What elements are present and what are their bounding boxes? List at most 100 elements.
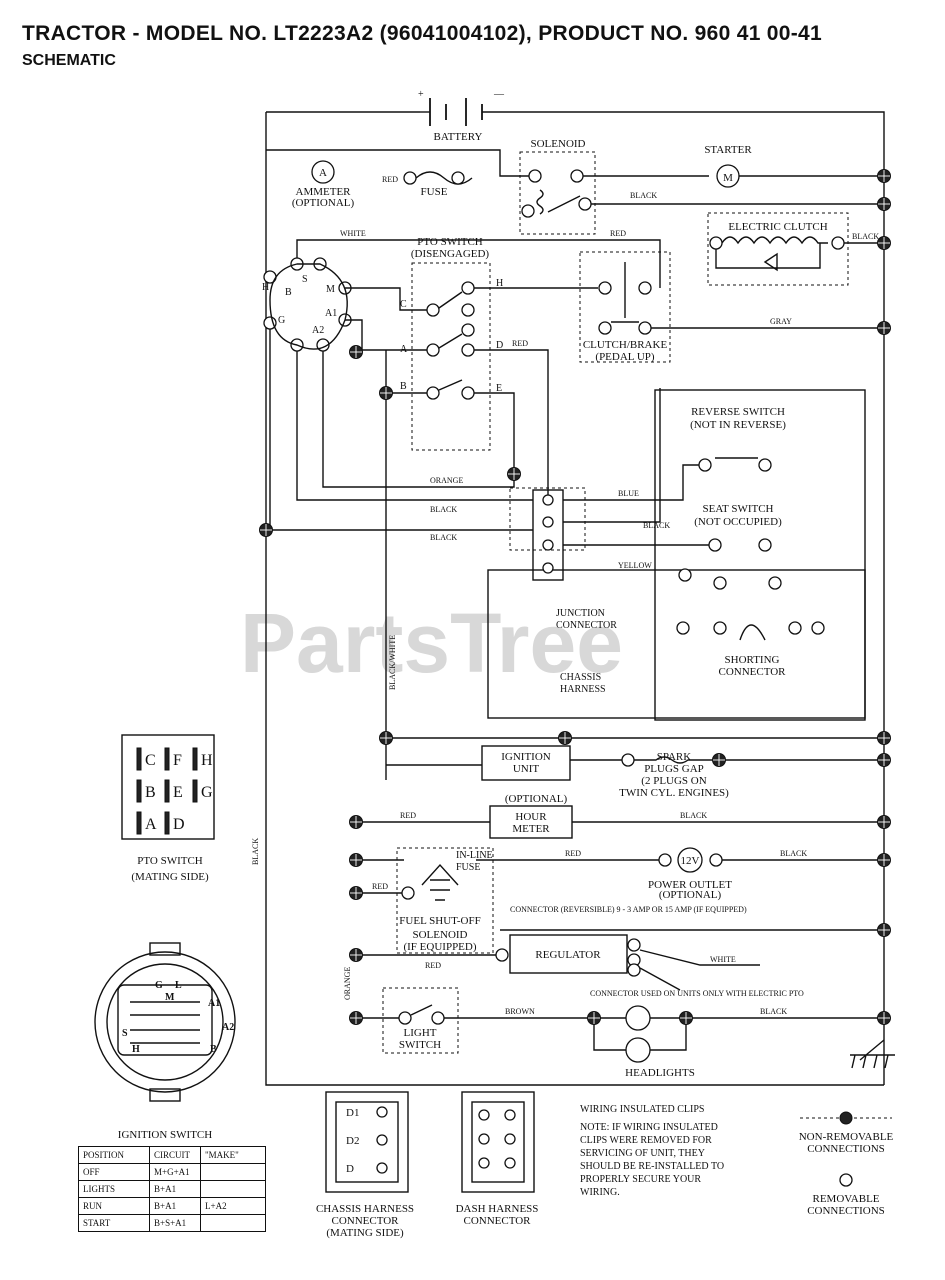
table-header: POSITION <box>78 1146 150 1164</box>
blue-wire <box>296 351 533 501</box>
ignition-terminal-label: H <box>132 1044 140 1055</box>
connection-dot <box>877 236 891 250</box>
junction-label-2: CONNECTOR <box>556 620 617 631</box>
pto-pin-bar <box>192 779 198 803</box>
table-cell: START <box>78 1214 150 1232</box>
table-cell: RUN <box>78 1197 150 1215</box>
connection-dot <box>507 467 521 481</box>
table-cell: L+A2 <box>200 1197 266 1215</box>
electric-clutch: ELECTRIC CLUTCH BLACK <box>707 212 884 286</box>
pto-pin-bar <box>192 747 198 771</box>
table-cell: OFF <box>78 1163 150 1181</box>
page-subtitle: SCHEMATIC <box>22 52 116 69</box>
legend-non-removable-1: NON-REMOVABLE <box>799 1131 894 1143</box>
hour-meter: (OPTIONAL) HOUR METER <box>489 793 573 839</box>
shorting-connector: SHORTING CONNECTOR <box>676 621 825 678</box>
clutch-brake-state: (PEDAL UP) <box>595 351 655 363</box>
pto-e-wire <box>474 392 515 462</box>
connection-dot <box>349 948 363 962</box>
ignition-terminal-label: A1 <box>208 998 220 1009</box>
wire-label-orange-2: ORANGE <box>343 967 352 1000</box>
fuse: RED FUSE <box>382 171 473 198</box>
svg-text:H: H <box>262 282 269 293</box>
junction-orange-wire <box>563 388 661 523</box>
pto-pin-label: C <box>145 752 156 769</box>
ammeter-symbol: A <box>319 167 327 179</box>
pto-pin-label: B <box>145 784 156 801</box>
pto-plug-sublabel: (MATING SIDE) <box>131 871 209 883</box>
pto-pin-label: H <box>201 752 213 769</box>
connector-note: CONNECTOR USED ON UNITS ONLY WITH ELECTR… <box>590 989 804 998</box>
m-wire <box>345 287 427 311</box>
ignition-terminal-label: M <box>165 992 175 1003</box>
wire-label-red-6: RED <box>565 849 581 858</box>
non-removable-connections <box>259 169 891 1025</box>
dash-harness-connector: DASH HARNESS CONNECTOR <box>456 1091 538 1227</box>
legend-removable-1: REMOVABLE <box>812 1193 879 1205</box>
wire-label-brown: BROWN <box>505 1007 535 1016</box>
hour-meter-label-1: HOUR <box>515 811 547 823</box>
connection-dot <box>349 815 363 829</box>
wire-label-black-3: BLACK <box>430 505 457 514</box>
connection-dot <box>349 1011 363 1025</box>
spark-plug-label-2: PLUGS GAP <box>644 763 704 775</box>
wire-label-white-2: WHITE <box>710 955 736 964</box>
seat-switch-label: SEAT SWITCH <box>703 503 774 515</box>
table-cell: LIGHTS <box>78 1180 150 1198</box>
wire-label-black-4: BLACK <box>430 533 457 542</box>
white-wire <box>296 239 661 288</box>
ignition-terminal-label: A2 <box>222 1022 234 1033</box>
clutch-brake-label: CLUTCH/BRAKE <box>583 339 668 351</box>
connection-dot <box>877 169 891 183</box>
table-row: RUN B+A1 L+A2 <box>78 1197 266 1215</box>
table-header: "MAKE" <box>200 1146 266 1164</box>
regulator: REGULATOR WHITE CONNECTOR USED ON UNITS … <box>495 934 804 998</box>
ignition-unit-label-2: UNIT <box>513 763 540 775</box>
inline-fuse-label-1: IN-LINE <box>456 850 493 861</box>
svg-text:M: M <box>326 284 335 295</box>
battery-to-solenoid-wire <box>266 149 529 177</box>
chassis-connector-label-3: (MATING SIDE) <box>326 1227 404 1239</box>
wire-label-black-6: BLACK <box>251 838 260 865</box>
pto-pin-bar <box>164 747 170 771</box>
connection-dot <box>877 853 891 867</box>
fuel-shutoff-label-3: (IF EQUIPPED) <box>403 941 476 953</box>
a1-wire <box>345 319 427 351</box>
headlights: HEADLIGHTS <box>593 1005 695 1079</box>
fuel-shutoff-solenoid: IN-LINE FUSE FUEL SHUT-OFF SOLENOID (IF … <box>396 847 494 954</box>
dash-pin <box>478 1157 490 1169</box>
clutch-brake-switch: CLUTCH/BRAKE (PEDAL UP) <box>579 251 671 363</box>
chassis-pin <box>376 1134 388 1146</box>
starter-motor: M STARTER <box>704 144 884 188</box>
svg-text:A1: A1 <box>325 308 337 319</box>
connection-dot <box>877 731 891 745</box>
pto-pin-label: A <box>145 816 157 833</box>
watermark: PartsTree <box>240 596 623 690</box>
pto-plug-label: PTO SWITCH <box>137 855 203 867</box>
wiring-clips-title: WIRING INSULATED CLIPS <box>580 1104 704 1115</box>
table-header: CIRCUIT <box>149 1146 201 1164</box>
chassis-harness-label-2: HARNESS <box>560 684 606 695</box>
pto-switch-label: PTO SWITCH <box>417 236 483 248</box>
shorting-connector-label-2: CONNECTOR <box>718 666 786 678</box>
ammeter-note: (OPTIONAL) <box>292 197 355 209</box>
reverse-switch-state: (NOT IN REVERSE) <box>690 419 786 431</box>
connection-dot <box>558 731 572 745</box>
connection-dot <box>349 853 363 867</box>
connection-dot <box>877 923 891 937</box>
connection-dot <box>877 1011 891 1025</box>
wire-label-blue: BLUE <box>618 489 639 498</box>
ignition-terminal-label: L <box>175 980 182 991</box>
shorting-connector-label-1: SHORTING <box>725 654 780 666</box>
fuel-shutoff-label-2: SOLENOID <box>413 929 468 941</box>
light-switch-label-1: LIGHT <box>404 1027 437 1039</box>
legend: NON-REMOVABLE CONNECTIONS REMOVABLE CONN… <box>799 1111 894 1217</box>
wire-label-black-1: BLACK <box>630 191 657 200</box>
battery: + — BATTERY <box>418 89 505 143</box>
connection-dot <box>379 386 393 400</box>
svg-text:G: G <box>278 315 285 326</box>
connection-dot <box>587 1011 601 1025</box>
pto-pin-bar <box>164 779 170 803</box>
page-title: TRACTOR - MODEL NO. LT2223A2 (9604100410… <box>22 22 823 45</box>
